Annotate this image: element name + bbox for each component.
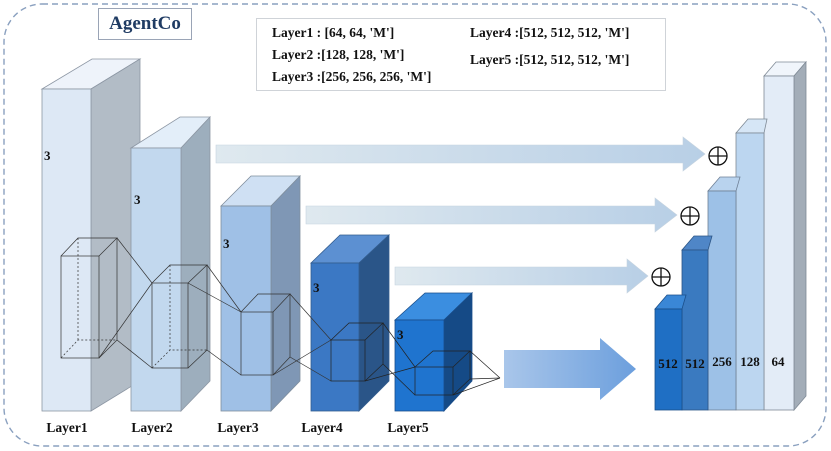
kernel-wireframe-1: [60, 237, 153, 369]
legend-layer2: Layer2 :[128, 128, 'M']: [272, 47, 405, 62]
decoder-bar-64: [763, 60, 807, 412]
decoder-label-128: 128: [740, 354, 760, 369]
decoder-label-512-b: 512: [685, 356, 705, 371]
kernel-wireframe-2: [151, 264, 242, 376]
kernel-wireframe-5: [414, 350, 501, 396]
layer-label-2: Layer2: [131, 420, 172, 435]
decoder-bar-512-a: [654, 294, 687, 411]
brand-label: AgentCo: [109, 13, 181, 34]
layer-label-1: Layer1: [46, 420, 87, 435]
fusion-icon-2: [680, 206, 700, 226]
block1-channel: 3: [44, 148, 51, 163]
legend-layer4: Layer4 :[512, 512, 512, 'M']: [470, 25, 630, 40]
encoder-block-4: [310, 234, 391, 412]
block4-channel: 3: [313, 280, 320, 295]
encoder-block-1: [40, 58, 142, 412]
block3-channel: 3: [223, 236, 230, 251]
layer-label-3: Layer3: [217, 420, 258, 435]
layer-legend: Layer1 : [64, 64, 'M'] Layer2 :[128, 128…: [256, 18, 666, 91]
kernel-wireframe-4: [330, 322, 416, 396]
legend-layer5: Layer5 :[512, 512, 512, 'M']: [470, 52, 630, 67]
encoder-block-2: [129, 115, 211, 412]
legend-layer3: Layer3 :[256, 256, 256, 'M']: [272, 69, 432, 84]
decoder-label-512-a: 512: [658, 356, 678, 371]
skip-arrow-3: [394, 258, 649, 294]
kernel-wireframe-3: [240, 293, 332, 382]
layer-label-5: Layer5: [387, 420, 428, 435]
skip-arrow-1: [215, 136, 706, 172]
block5-channel: 3: [397, 327, 404, 342]
decoder-label-64: 64: [772, 354, 786, 369]
encoder-block-3: [220, 175, 301, 412]
fusion-icon-1: [708, 146, 728, 166]
decoder-bar-128: [735, 118, 768, 411]
skip-arrow-2: [305, 197, 678, 233]
decoder-label-256: 256: [712, 354, 732, 369]
block2-channel: 3: [134, 192, 141, 207]
encoder-block-5: [393, 292, 473, 413]
outer-frame: [3, 3, 827, 447]
brand-logo: AgentCo: [98, 8, 192, 40]
legend-layer1: Layer1 : [64, 64, 'M']: [272, 25, 395, 40]
layer-label-4: Layer4: [301, 420, 342, 435]
decoder-bar-256: [707, 176, 741, 411]
fusion-icon-3: [651, 267, 671, 287]
main-arrow: [504, 338, 636, 400]
decoder-bar-512-b: [681, 235, 713, 411]
